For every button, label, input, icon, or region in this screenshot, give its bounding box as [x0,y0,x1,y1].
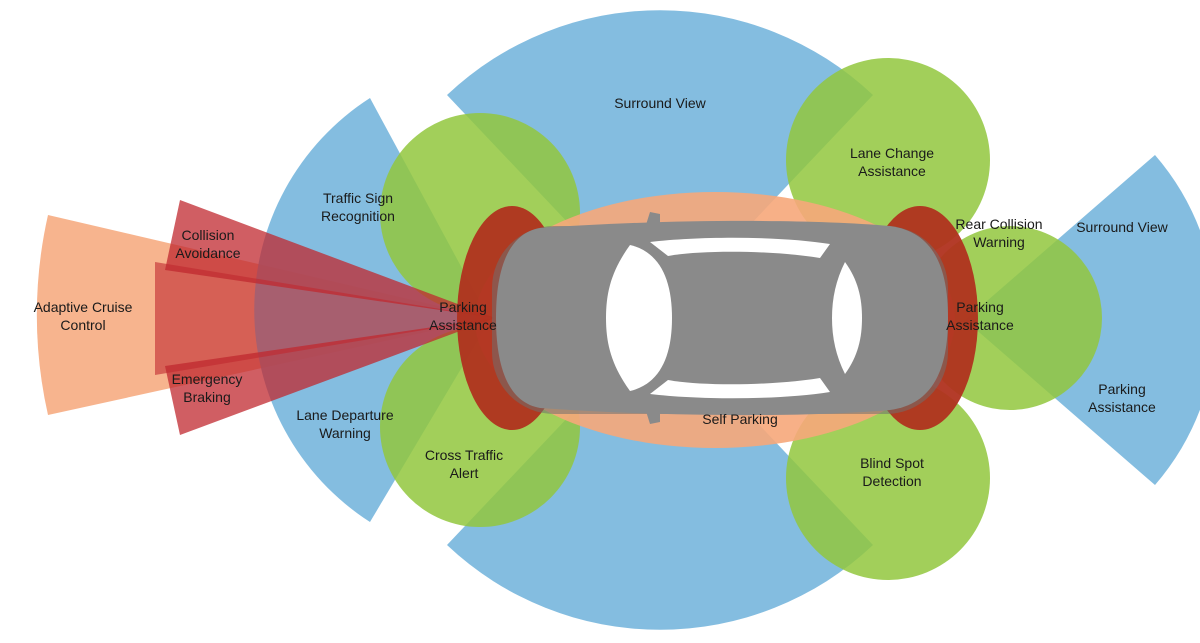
label-parking-front-line1: Parking [439,299,486,315]
label-lane-departure-line1: Lane Departure [296,407,394,423]
label-lane-departure-line2: Warning [319,425,371,441]
label-collision-avoidance-line1: Collision [182,227,235,243]
label-parking-rear-line1: Parking [956,299,1003,315]
label-emergency-braking-line1: Emergency [172,371,243,387]
label-adaptive-cruise-line2: Control [60,317,105,333]
car-side-window-top [650,237,830,258]
label-traffic-sign-line1: Traffic Sign [323,190,393,206]
label-blind-spot-line1: Blind Spot [860,455,924,471]
label-emergency-braking-line2: Braking [183,389,230,405]
label-rear-collision-line1: Rear Collision [955,216,1042,232]
car-side-window-bottom [650,378,830,399]
car-body [496,220,948,416]
car-rear-window [832,262,862,374]
label-surround-view-top: Surround View [614,95,706,111]
label-cross-traffic-line1: Cross Traffic [425,447,503,463]
label-cross-traffic-line2: Alert [450,465,479,481]
label-collision-avoidance-line2: Avoidance [175,245,240,261]
front-radar-core-zone [155,262,495,375]
car-windshield [606,245,672,391]
label-rear-collision-line2: Warning [973,234,1025,250]
label-adaptive-cruise-line1: Adaptive Cruise [34,299,133,315]
label-parking-far-right-line2: Assistance [1088,399,1156,415]
label-lane-change-line1: Lane Change [850,145,934,161]
surround-view-bottom-zone [447,320,873,630]
label-traffic-sign-line2: Recognition [321,208,395,224]
car-mirror-bottom [645,408,660,424]
label-parking-far-right-line1: Parking [1098,381,1145,397]
label-self-parking: Self Parking [702,411,777,427]
emergency-braking-zone [165,318,495,435]
label-blind-spot-line2: Detection [862,473,921,489]
car-top-view [492,212,948,424]
label-parking-rear-line2: Assistance [946,317,1014,333]
surround-view-top-zone [447,10,873,320]
collision-avoidance-zone [165,200,495,318]
label-surround-view-right: Surround View [1076,219,1168,235]
car-mirror-top [645,212,660,228]
label-parking-front-line2: Assistance [429,317,497,333]
label-lane-change-line2: Assistance [858,163,926,179]
